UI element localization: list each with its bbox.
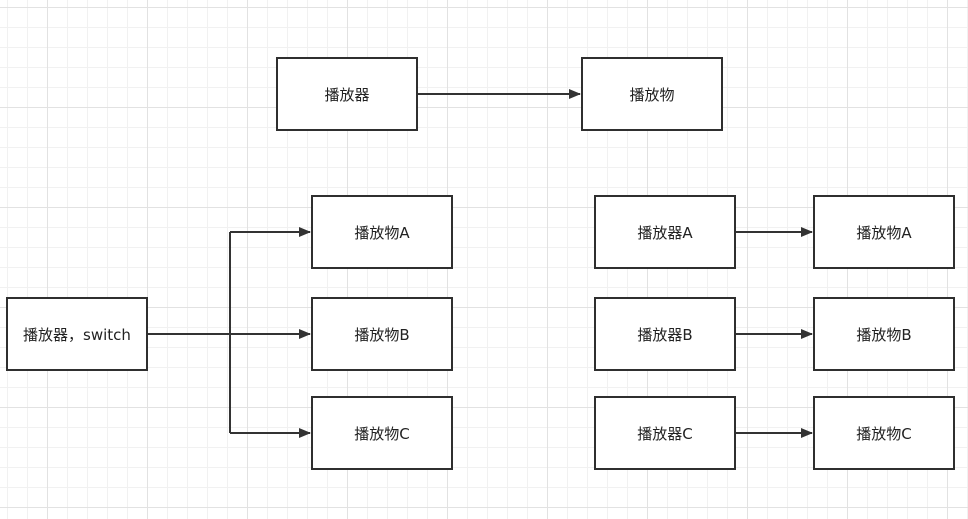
node-switch-playable-b-label: 播放物B: [354, 325, 410, 344]
node-playable-c-label: 播放物C: [856, 424, 912, 443]
node-switch-playable-b[interactable]: 播放物B: [311, 297, 453, 371]
node-top-playable[interactable]: 播放物: [581, 57, 723, 131]
node-playable-a[interactable]: 播放物A: [813, 195, 955, 269]
node-player-c[interactable]: 播放器C: [594, 396, 736, 470]
node-playable-b-label: 播放物B: [856, 325, 912, 344]
node-top-player[interactable]: 播放器: [276, 57, 418, 131]
node-switch-player-label: 播放器，switch: [23, 325, 131, 344]
node-switch-playable-a-label: 播放物A: [354, 223, 410, 242]
node-player-c-label: 播放器C: [637, 424, 693, 443]
node-switch-playable-c-label: 播放物C: [354, 424, 410, 443]
node-top-player-label: 播放器: [324, 85, 370, 104]
node-player-a-label: 播放器A: [637, 223, 693, 242]
node-switch-player[interactable]: 播放器，switch: [6, 297, 148, 371]
node-playable-b[interactable]: 播放物B: [813, 297, 955, 371]
node-playable-a-label: 播放物A: [856, 223, 912, 242]
node-player-b-label: 播放器B: [637, 325, 693, 344]
node-top-playable-label: 播放物: [629, 85, 675, 104]
node-switch-playable-a[interactable]: 播放物A: [311, 195, 453, 269]
node-playable-c[interactable]: 播放物C: [813, 396, 955, 470]
node-player-a[interactable]: 播放器A: [594, 195, 736, 269]
node-player-b[interactable]: 播放器B: [594, 297, 736, 371]
node-switch-playable-c[interactable]: 播放物C: [311, 396, 453, 470]
